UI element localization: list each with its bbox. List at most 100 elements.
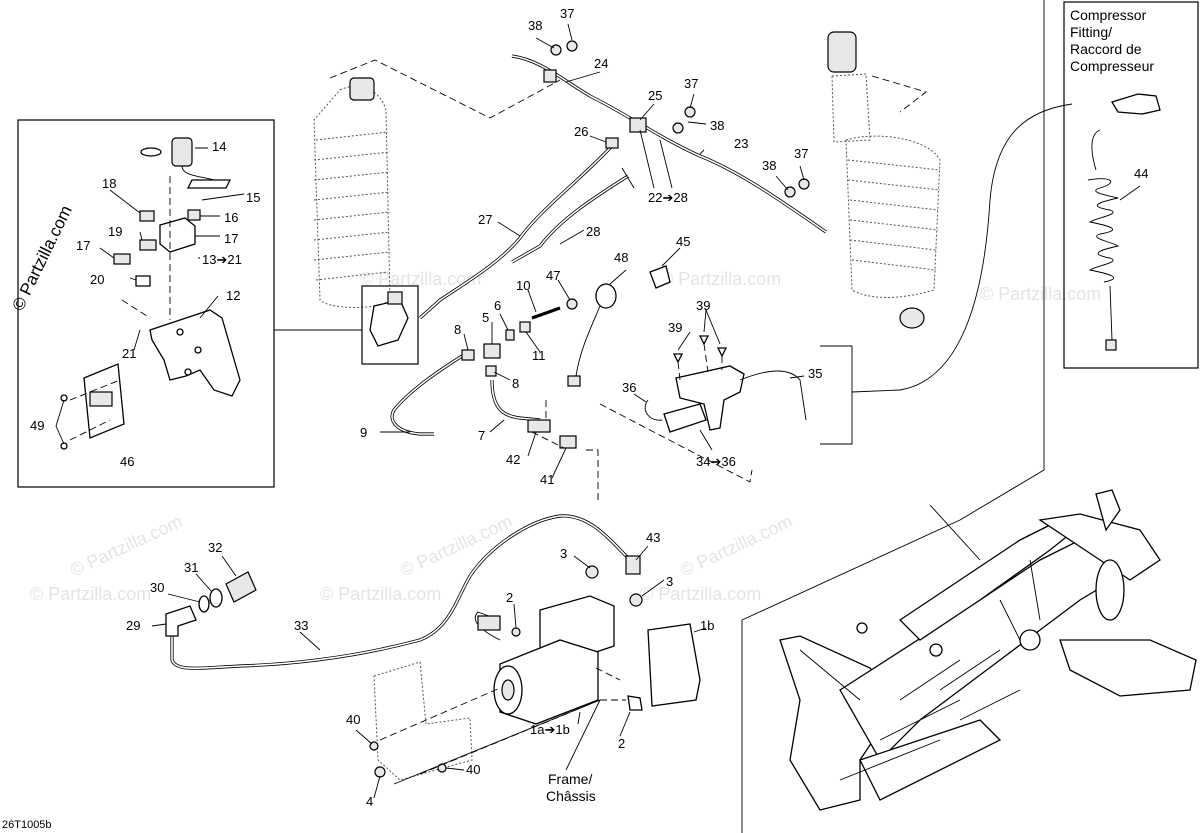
leader-line: [1119, 185, 1141, 201]
fitting: [605, 137, 619, 149]
tee-fitting-42: [527, 419, 551, 433]
right-shock-absorber: [827, 31, 941, 329]
motor-hub: [501, 679, 515, 701]
leader-lines: [355, 555, 707, 799]
motor-connector: [477, 615, 501, 631]
air-line-9: [390, 354, 463, 436]
callout-2: 2: [506, 590, 513, 605]
frame-bolt: [929, 643, 943, 657]
leader-lines: [633, 309, 805, 451]
watermark: © Partzilla.com: [360, 269, 481, 289]
mounting-plate-1b: [647, 623, 701, 707]
callout-15: 15: [246, 190, 260, 205]
callout-42: 42: [506, 452, 520, 467]
shock-upper: [831, 73, 871, 143]
compressor-fitting-inset: Compressor Fitting/ Raccord de Compresse…: [1063, 1, 1199, 369]
callout-16: 16: [224, 210, 238, 225]
callout-25: 25: [648, 88, 662, 103]
air-line-7-inner: [491, 379, 541, 421]
compressor-hose: [851, 103, 1073, 393]
frame-rear-section: [1038, 513, 1161, 581]
compressor-fitting: [1111, 93, 1161, 115]
nut: [716, 347, 728, 358]
nut: [672, 353, 684, 364]
leader-lines: [380, 247, 681, 479]
valve-manifold-inset: 14 15 16 17 18 19 17 13➔21 20 12 21 49 4…: [17, 119, 362, 488]
bracket-hole: [176, 328, 184, 336]
callout-28: 28: [586, 224, 600, 239]
callout-46: 46: [120, 454, 134, 469]
shock-spring: [313, 131, 391, 281]
callout-32: 32: [208, 540, 222, 555]
assembly-guide: [121, 299, 151, 319]
callout-43: 43: [646, 530, 660, 545]
manifold-block: [159, 217, 196, 253]
frame-bracket: [373, 661, 473, 781]
frame-label-line: Châssis: [546, 788, 596, 804]
washer-30: [198, 595, 210, 613]
bolt-2: [511, 627, 521, 637]
watermark: © Partzilla.com: [677, 511, 795, 580]
callout-29: 29: [126, 618, 140, 633]
bracket-hole: [184, 368, 192, 376]
callout-37: 37: [560, 6, 574, 21]
shock-eyelet: [899, 307, 925, 329]
bracket-box-35: [820, 345, 853, 445]
watermark: © Partzilla.com: [640, 584, 761, 604]
module-connector: [89, 391, 113, 407]
air-line-28-inner: [511, 175, 629, 263]
left-shock-absorber: [313, 59, 561, 365]
callout-41: 41: [540, 472, 554, 487]
valve-cap: [387, 291, 403, 305]
assembly-guide: [595, 667, 626, 701]
air-line-10: [531, 306, 561, 320]
o-ring-31: [209, 588, 223, 608]
callout-19: 19: [108, 224, 122, 239]
callout-47: 47: [546, 268, 560, 283]
bolt-2: [627, 695, 643, 711]
bracket: [675, 365, 745, 431]
divider-guide: [586, 449, 599, 500]
air-line-assembly: 38 37 24 25 37 38 26 23 38 37 22➔28 27 2…: [418, 6, 827, 320]
callout-9: 9: [360, 425, 367, 440]
compressor-outlet-line: 29 30 31 32 33 43: [126, 514, 660, 670]
callout-1b: 1b: [700, 618, 714, 633]
leader-lines: [55, 147, 245, 445]
shock-body: [845, 135, 941, 298]
watermark: © Partzilla.com: [320, 584, 441, 604]
shock-guide: [871, 75, 927, 113]
callout-38: 38: [710, 118, 724, 133]
fitting-8: [461, 349, 475, 361]
callout-44: 44: [1134, 166, 1148, 181]
callout-24: 24: [594, 56, 608, 71]
inset-title-line: Compressor: [1070, 7, 1147, 23]
fitting: [139, 239, 157, 251]
air-line-28: [511, 174, 629, 264]
callout-1a-1b: 1a➔1b: [530, 722, 570, 737]
solenoid-wire: [181, 165, 215, 181]
callout-40: 40: [466, 762, 480, 777]
rear-shock: [1095, 559, 1125, 621]
height-sensor: [663, 403, 707, 433]
callout-39: 39: [696, 298, 710, 313]
watermark: © Partzilla.com: [660, 269, 781, 289]
air-line-inner: [511, 55, 827, 233]
air-line-27-inner: [419, 145, 613, 319]
coiled-air-line: [1087, 178, 1120, 283]
rear-mount: [1095, 489, 1121, 532]
fitting: [187, 209, 201, 221]
callout-2: 2: [618, 736, 625, 751]
leader-lines: [151, 545, 649, 651]
frame-bolt: [856, 622, 868, 634]
callout-13-21: 13➔21: [202, 252, 242, 267]
sensor-link: [739, 370, 807, 421]
bracket-hole: [194, 346, 202, 354]
sensor-wire-36: [644, 399, 663, 421]
frame-label-line: Frame/: [548, 771, 592, 787]
inset-frame: [17, 119, 275, 488]
watermark: © Partzilla.com: [67, 511, 185, 580]
shock-cap: [349, 77, 375, 101]
inset-title-line: Raccord de: [1070, 41, 1142, 57]
callout-26: 26: [574, 124, 588, 139]
